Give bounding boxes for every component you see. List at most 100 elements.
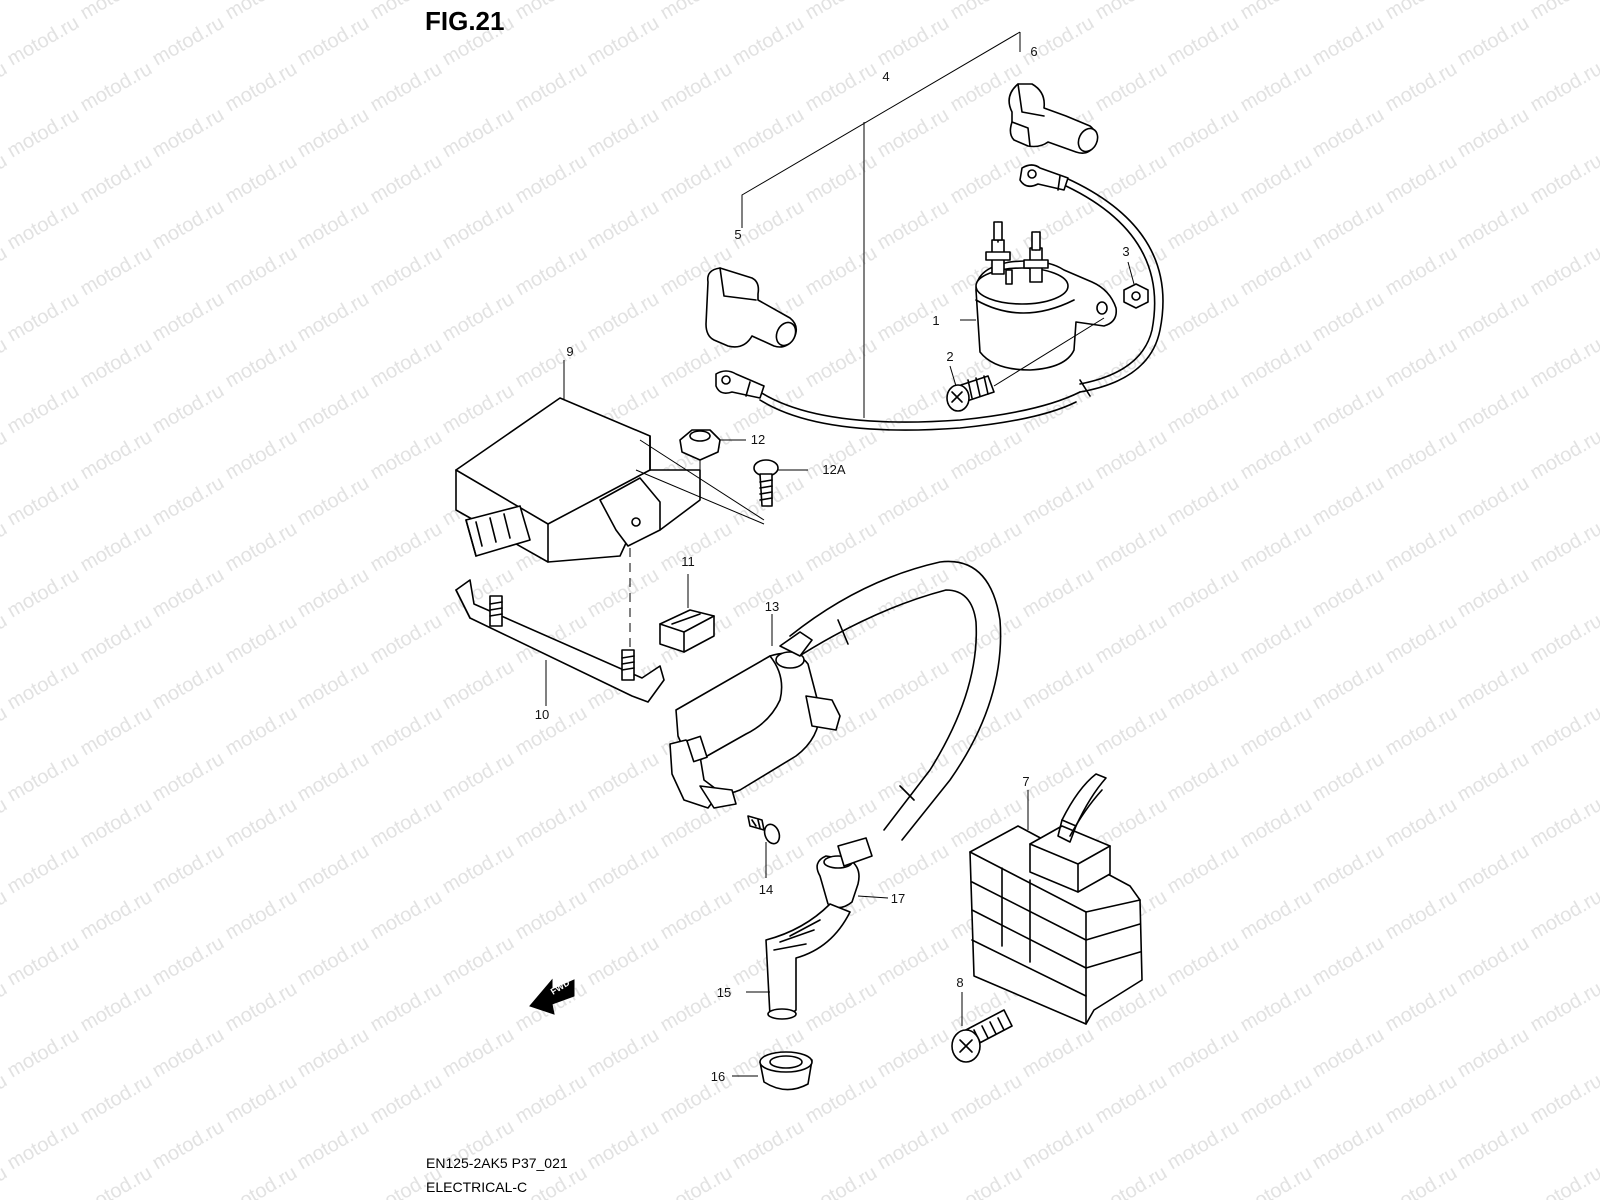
watermark-text: motod.ru <box>1237 1162 1316 1200</box>
watermark-text: motod.ru <box>1237 702 1316 761</box>
watermark-text: motod.ru <box>77 1162 156 1200</box>
watermark-text: motod.ru <box>149 1116 228 1175</box>
leader-2 <box>949 365 957 387</box>
watermark-text: motod.ru <box>802 794 881 853</box>
watermark-text: motod.ru <box>77 334 156 393</box>
watermark-text: motod.ru <box>802 150 881 209</box>
cdi-stay-10 <box>455 579 665 703</box>
watermark-text: motod.ru <box>1019 1116 1098 1175</box>
watermark-text: motod.ru <box>1092 426 1171 485</box>
watermark-text: motod.ru <box>367 58 446 117</box>
watermark-text: motod.ru <box>1237 0 1316 24</box>
callout-13: 13 <box>765 599 779 614</box>
starter-relay-1 <box>975 221 1118 371</box>
leader-group-4 <box>741 31 1021 228</box>
watermark-text: motod.ru <box>1092 702 1171 761</box>
watermark-text: motod.ru <box>1237 518 1316 577</box>
watermark-text: motod.ru <box>1237 426 1316 485</box>
watermark-text: motod.ru <box>1019 656 1098 715</box>
watermark-text: motod.ru <box>1092 58 1171 117</box>
watermark-text: motod.ru <box>1454 656 1533 715</box>
watermark-text: motod.ru <box>1454 564 1533 623</box>
watermark-text: motod.ru <box>584 840 663 899</box>
relay-lead-wire <box>715 370 1091 431</box>
watermark-text: motod.ru <box>4 748 83 807</box>
watermark-text: motod.ru <box>294 564 373 623</box>
watermark-text: motod.ru <box>294 1024 373 1083</box>
watermark-text: motod.ru <box>512 702 591 761</box>
bolt-8 <box>951 1009 1013 1063</box>
watermark-text: motod.ru <box>1164 196 1243 255</box>
watermark-text: motod.ru <box>222 610 301 669</box>
watermark-text: motod.ru <box>1309 840 1388 899</box>
watermark-text: motod.ru <box>4 840 83 899</box>
watermark-text: motod.ru <box>729 12 808 71</box>
watermark-text: motod.ru <box>0 978 11 1037</box>
watermark-text: motod.ru <box>947 1070 1026 1129</box>
watermark-text: motod.ru <box>874 196 953 255</box>
watermark-text: motod.ru <box>4 196 83 255</box>
callout-16: 16 <box>711 1069 725 1084</box>
watermark-text: motod.ru <box>947 518 1026 577</box>
watermark-text: motod.ru <box>1309 1116 1388 1175</box>
ignition-coil-13 <box>669 631 841 809</box>
watermark-text: motod.ru <box>1527 426 1600 485</box>
watermark-text: motod.ru <box>1382 610 1461 669</box>
watermark-text: motod.ru <box>512 1070 591 1129</box>
watermark-text: motod.ru <box>1382 794 1461 853</box>
watermark-text: motod.ru <box>1527 334 1600 393</box>
watermark-text: motod.ru <box>1019 748 1098 807</box>
watermark-text: motod.ru <box>222 518 301 577</box>
watermark-text: motod.ru <box>222 334 301 393</box>
watermark-text: motod.ru <box>1164 104 1243 163</box>
watermark-text: motod.ru <box>222 1070 301 1129</box>
watermark-text: motod.ru <box>149 656 228 715</box>
watermark-text: motod.ru <box>0 1162 11 1200</box>
watermark-text: motod.ru <box>584 1116 663 1175</box>
watermark-text: motod.ru <box>1019 564 1098 623</box>
callout-6: 6 <box>1030 44 1037 59</box>
watermark-text: motod.ru <box>0 334 11 393</box>
watermark-text: motod.ru <box>802 1162 881 1200</box>
watermark-text: motod.ru <box>1019 472 1098 531</box>
watermark-text: motod.ru <box>439 656 518 715</box>
cdi-unit-9 <box>455 397 701 563</box>
watermark-text: motod.ru <box>1092 0 1171 24</box>
ht-lead-inner <box>789 589 978 831</box>
cdi-unit-group <box>455 360 808 706</box>
watermark-text: motod.ru <box>1382 1162 1461 1200</box>
watermark-text: motod.ru <box>77 242 156 301</box>
watermark-text: motod.ru <box>1164 748 1243 807</box>
watermark-text: motod.ru <box>1164 380 1243 439</box>
watermark-text: motod.ru <box>149 1024 228 1083</box>
watermark-text: motod.ru <box>512 0 591 24</box>
figure-title: FIG.21 <box>425 6 504 36</box>
callout-17: 17 <box>891 891 905 906</box>
watermark-text: motod.ru <box>1309 1024 1388 1083</box>
watermark-text: motod.ru <box>77 0 156 24</box>
watermark-text: motod.ru <box>1454 380 1533 439</box>
watermark-text: motod.ru <box>1454 12 1533 71</box>
watermark-text: motod.ru <box>1454 472 1533 531</box>
watermark-text: motod.ru <box>367 518 446 577</box>
watermark-text: motod.ru <box>77 794 156 853</box>
watermark-text: motod.ru <box>367 886 446 945</box>
watermark-text: motod.ru <box>294 196 373 255</box>
watermark-text: motod.ru <box>1164 288 1243 347</box>
watermark-text: motod.ru <box>0 150 11 209</box>
watermark-text: motod.ru <box>657 886 736 945</box>
watermark-text: motod.ru <box>1237 242 1316 301</box>
watermark-text: motod.ru <box>874 472 953 531</box>
watermark-text: motod.ru <box>0 426 11 485</box>
watermark-text: motod.ru <box>1527 518 1600 577</box>
watermark-text: motod.ru <box>512 886 591 945</box>
watermark-text: motod.ru <box>1527 150 1600 209</box>
watermark-text: motod.ru <box>439 104 518 163</box>
watermark-text: motod.ru <box>77 150 156 209</box>
watermark-text: motod.ru <box>222 1162 301 1200</box>
watermark-text: motod.ru <box>1164 12 1243 71</box>
watermark-text: motod.ru <box>1382 518 1461 577</box>
watermark-text: motod.ru <box>4 656 83 715</box>
watermark-text: motod.ru <box>1237 150 1316 209</box>
